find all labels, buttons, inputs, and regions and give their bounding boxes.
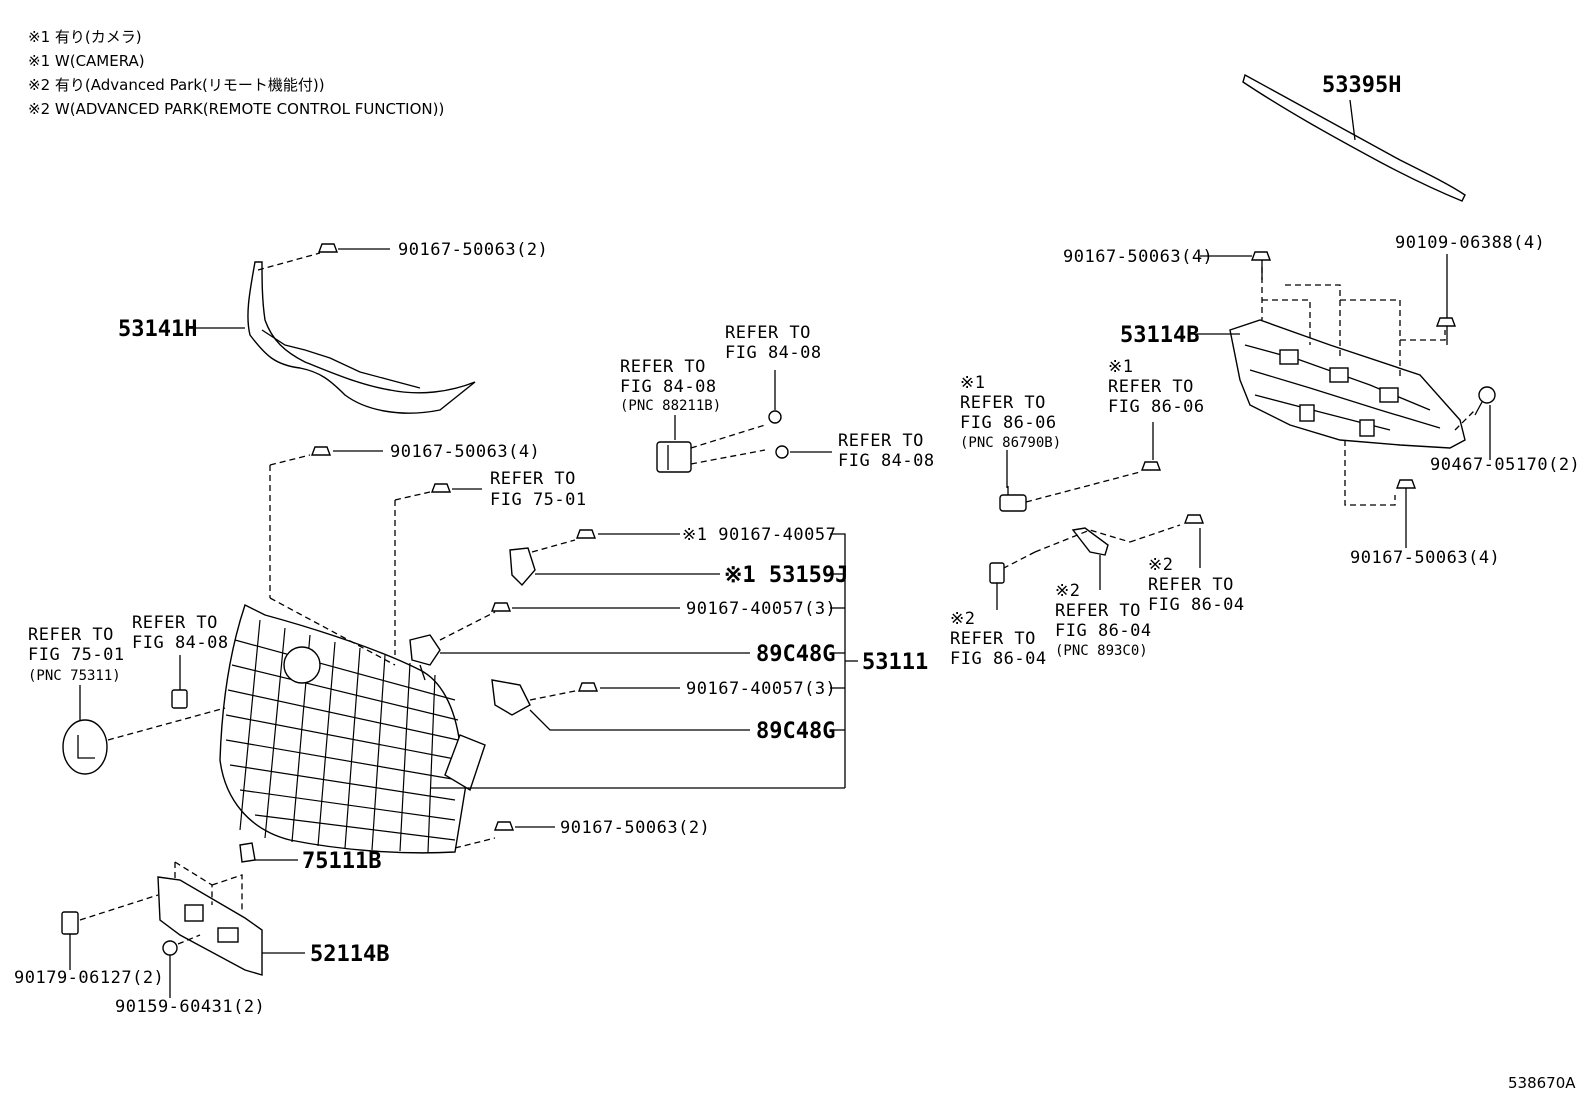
bolt-icon [493,821,515,831]
camera-icon [409,634,441,681]
part-90109-06388-4: 90109-06388(4) [1395,233,1545,253]
ref-86-04-c-1: REFER TO [950,629,1036,649]
part-90467-05170-2: 90467-05170(2) [1430,455,1580,475]
molding-53395H: 53395H [1242,73,1466,202]
clip-icon [171,689,188,709]
part-89C48G-a: 89C48G [756,642,835,667]
bolt-icon [317,243,339,253]
ref-84-08-d-1: REFER TO [132,613,218,633]
bolt-icon [1250,251,1272,280]
note-2-en: ※2 W(ADVANCED PARK(REMOTE CONTROL FUNCTI… [28,100,444,118]
bolt-icon [162,940,178,956]
part-75111B: 75111B [302,849,381,874]
emblem-icon [62,719,108,775]
ref-86-04-b-3: (PNC 893C0) [1055,643,1148,659]
bolt-icon [1183,514,1205,524]
ref-86-04-c-0: ※2 [950,609,975,629]
ref-84-08-c-2: FIG 84-08 [838,451,935,471]
ref-86-06-a-2: FIG 86-06 [960,413,1057,433]
ref-86-06-b-1: REFER TO [1108,377,1194,397]
part-90167-40057-3-a: 90167-40057(3) [686,599,836,619]
ref-86-04-a-2: FIG 86-04 [1148,595,1245,615]
part-90167-50063-2-top: 90167-50063(2) [398,240,548,260]
bolt-icon [430,483,452,493]
clip-icon [61,911,79,935]
part-90179-06127-2: 90179-06127(2) [14,968,164,988]
part-53159J: ※1 53159J [724,563,848,588]
footnotes: ※1 有り(カメラ) ※1 W(CAMERA) ※2 有り(Advanced P… [28,28,444,118]
ref-75-01-b-3: (PNC 75311) [28,668,121,684]
clip-icon [239,842,256,863]
ref-86-06-a-3: (PNC 86790B) [960,435,1061,451]
part-53114B: 53114B [1120,323,1199,348]
ref-86-06-b-0: ※1 [1108,357,1133,377]
bracket-53114B: 53114B 90167-50063(4) 90109-06388(4) 904… [1063,233,1580,568]
part-90167-50063-2-bottom: 90167-50063(2) [560,818,710,838]
part-89C48G-b: 89C48G [756,719,835,744]
ref-86-06-a-1: REFER TO [960,393,1046,413]
part-90167-50063-4-left: 90167-50063(4) [390,442,540,462]
ref-86-04-a-1: REFER TO [1148,575,1234,595]
part-52114B: 52114B [310,942,389,967]
ref-86-04-a-0: ※2 [1148,555,1173,575]
part-53111: 53111 [862,650,928,675]
ref-75-01-b-1: REFER TO [28,625,114,645]
sensor-bracket-icon [1071,527,1109,556]
bolt-icon [775,445,789,459]
part-90167-50063-4-right: 90167-50063(4) [1350,548,1500,568]
note-1-en: ※1 W(CAMERA) [28,52,145,70]
license-plate-bracket: 90167-50063(2) 75111B 52114B 90179-06127… [14,818,710,1017]
bolt-icon [768,410,782,424]
part-90167-40057-3-b: 90167-40057(3) [686,679,836,699]
ref-86-04-b-2: FIG 86-04 [1055,621,1152,641]
ref-86-06-b-2: FIG 86-06 [1108,397,1205,417]
part-90159-60431-2: 90159-60431(2) [115,997,265,1017]
garnish-53141H: 90167-50063(2) 53141H [118,240,548,414]
ref-86-06-a-0: ※1 [960,373,985,393]
ref-84-08-b-1: REFER TO [620,357,706,377]
bolt-icon [490,602,512,612]
ref-84-08-d-2: FIG 84-08 [132,633,229,653]
ref-84-08-b-2: FIG 84-08 [620,377,717,397]
clip-icon [989,562,1005,584]
ref-75-01-a-1: REFER TO [490,469,576,489]
camera-icon [491,679,531,716]
ref-75-01-b-2: FIG 75-01 [28,645,125,665]
bolt-icon [577,682,599,692]
part-53141H: 53141H [118,317,197,342]
ref-84-08-a-1: REFER TO [725,323,811,343]
ref-75-01-a-2: FIG 75-01 [490,490,587,510]
bolt-icon [1140,461,1162,471]
note-1-jp: ※1 有り(カメラ) [28,28,142,46]
part-90167-50063-4-top: 90167-50063(4) [1063,247,1213,267]
part-53395H: 53395H [1322,73,1401,98]
note-2-jp: ※2 有り(Advanced Park(リモート機能付)) [28,76,325,94]
ref-84-08-b-3: (PNC 88211B) [620,398,721,414]
ref-84-08-a-2: FIG 84-08 [725,343,822,363]
sensor-icon [656,441,692,473]
grille-53111: 90167-50063(4) REFER TO FIG 75-01 REFER … [28,442,845,854]
bolt-icon [1435,317,1457,345]
figure-id: 538670A [1508,1074,1576,1092]
camera-bracket-icon [509,547,536,587]
ref-86-04-b-1: REFER TO [1055,601,1141,621]
bolt-icon [310,446,332,456]
sensor-cluster: REFER TO FIG 84-08 (PNC 88211B) REFER TO… [409,323,935,788]
ref-84-08-c-1: REFER TO [838,431,924,451]
part-90167-40057-m1: ※1 90167-40057 [682,525,836,545]
bolt-icon [1474,386,1496,416]
bolt-icon [1395,479,1417,505]
ref-86-04-b-0: ※2 [1055,581,1080,601]
right-sensor-group: ※1 REFER TO FIG 86-06 (PNC 86790B) ※1 RE… [950,357,1245,669]
bolt-icon [575,529,597,539]
sensor-icon [999,486,1027,512]
ref-86-04-c-2: FIG 86-04 [950,649,1047,669]
